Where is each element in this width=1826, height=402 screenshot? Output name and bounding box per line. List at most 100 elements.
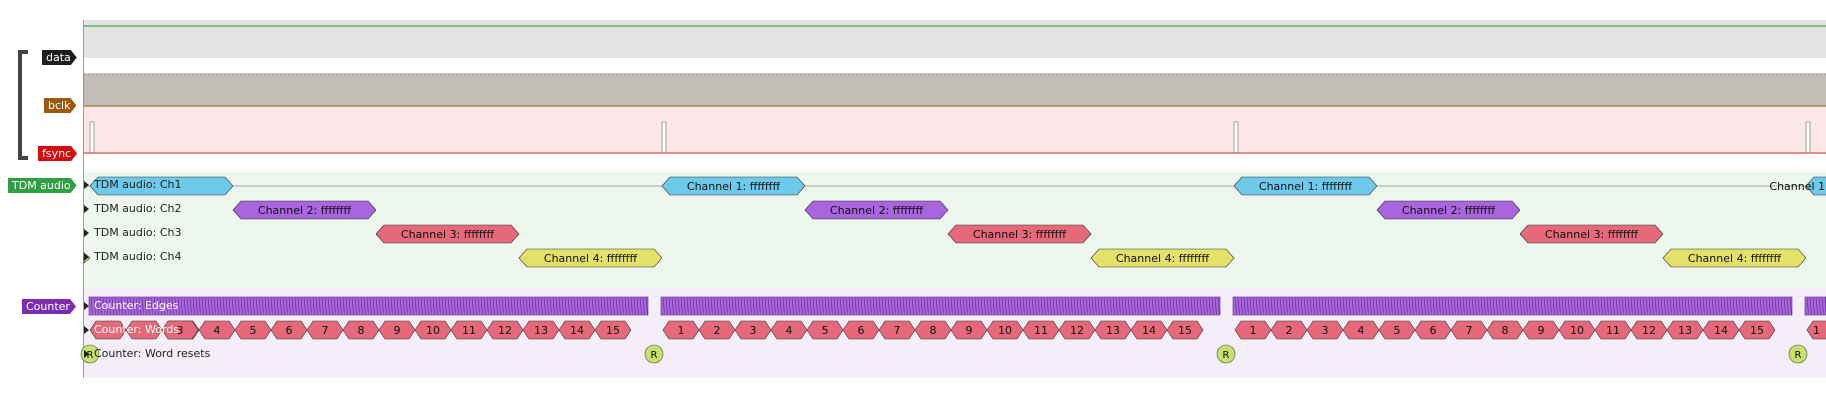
word-count-box[interactable]: 1 bbox=[662, 320, 700, 340]
word-count-box[interactable]: 11 bbox=[1022, 320, 1060, 340]
tdm-annotation[interactable]: Channel 1: ffffffff bbox=[1233, 176, 1378, 196]
word-count-box[interactable]: 9 bbox=[1522, 320, 1560, 340]
word-count-box[interactable]: 15 bbox=[594, 320, 632, 340]
word-count-box[interactable]: 15 bbox=[1166, 320, 1204, 340]
word-count-box[interactable]: 12 bbox=[1630, 320, 1668, 340]
tdm-annotation[interactable]: Channel 1: ffffffff bbox=[661, 176, 806, 196]
tdm-annotation[interactable] bbox=[89, 176, 234, 196]
word-reset-marker[interactable]: R bbox=[80, 344, 100, 364]
word-count-box[interactable]: 15 bbox=[1738, 320, 1776, 340]
svg-text:14: 14 bbox=[1714, 324, 1728, 337]
svg-text:10: 10 bbox=[998, 324, 1012, 337]
counter-annotations: 3456789101112131415123456789101112131415… bbox=[80, 296, 1826, 364]
svg-text:R: R bbox=[1795, 350, 1802, 361]
svg-text:Channel 1: ffffffff: Channel 1: ffffffff bbox=[1769, 180, 1826, 193]
word-count-box[interactable]: 4 bbox=[1342, 320, 1380, 340]
svg-text:3: 3 bbox=[177, 324, 184, 337]
tdm-annotation[interactable]: Channel 4: ffffffff bbox=[1662, 248, 1807, 268]
svg-text:1: 1 bbox=[1250, 324, 1257, 337]
svg-text:1: 1 bbox=[1813, 324, 1820, 337]
word-count-box[interactable]: 8 bbox=[1486, 320, 1524, 340]
word-count-box[interactable]: 2 bbox=[698, 320, 736, 340]
svg-text:3: 3 bbox=[750, 324, 757, 337]
expand-arrow-icon[interactable] bbox=[84, 302, 89, 310]
tdm-annotation[interactable]: Channel 2: ffffffff bbox=[232, 200, 377, 220]
word-count-box[interactable]: 9 bbox=[378, 320, 416, 340]
word-count-box[interactable]: 8 bbox=[342, 320, 380, 340]
svg-text:Channel 4: ffffffff: Channel 4: ffffffff bbox=[544, 252, 638, 265]
tdm-annotation[interactable]: Channel 3: ffffffff bbox=[375, 224, 520, 244]
tdm-annotation[interactable]: Channel 2: ffffffff bbox=[1376, 200, 1521, 220]
word-count-box[interactable]: 8 bbox=[914, 320, 952, 340]
tdm-annotation[interactable]: Channel 3: ffffffff bbox=[947, 224, 1092, 244]
word-count-box[interactable]: 10 bbox=[1558, 320, 1596, 340]
word-count-box[interactable]: 9 bbox=[950, 320, 988, 340]
word-count-box[interactable]: 7 bbox=[878, 320, 916, 340]
word-reset-marker[interactable]: R bbox=[644, 344, 664, 364]
word-count-box[interactable]: 3 bbox=[734, 320, 772, 340]
word-count-box[interactable]: 7 bbox=[1450, 320, 1488, 340]
channel-label-bclk[interactable]: bclk bbox=[44, 98, 76, 113]
svg-text:4: 4 bbox=[786, 324, 793, 337]
word-count-box[interactable]: 2 bbox=[1270, 320, 1308, 340]
word-count-box[interactable]: 12 bbox=[486, 320, 524, 340]
word-count-box[interactable]: 13 bbox=[522, 320, 560, 340]
tdm-annotation[interactable]: Channel 4: ffffffff bbox=[518, 248, 663, 268]
word-count-box[interactable]: 13 bbox=[1094, 320, 1132, 340]
tdm-annotation[interactable]: Channel 2: ffffffff bbox=[804, 200, 949, 220]
word-count-box[interactable]: 5 bbox=[234, 320, 272, 340]
decoder-label-counter[interactable]: Counter bbox=[22, 299, 76, 314]
word-count-box[interactable]: 5 bbox=[806, 320, 844, 340]
row-label-tdm-ch3: TDM audio: Ch3 bbox=[94, 226, 182, 239]
word-count-box[interactable]: 6 bbox=[842, 320, 880, 340]
row-label-counter-edges: Counter: Edges bbox=[94, 299, 179, 312]
expand-arrow-icon[interactable] bbox=[84, 229, 89, 237]
word-count-box[interactable]: 3 bbox=[1306, 320, 1344, 340]
word-count-box[interactable]: 14 bbox=[558, 320, 596, 340]
word-count-box[interactable]: 14 bbox=[1130, 320, 1168, 340]
word-count-box[interactable]: 1 bbox=[1806, 320, 1826, 340]
expand-arrow-icon[interactable] bbox=[84, 350, 89, 358]
fsync-waveform bbox=[84, 121, 1826, 154]
word-count-box[interactable]: 11 bbox=[1594, 320, 1632, 340]
svg-text:3: 3 bbox=[1322, 324, 1329, 337]
word-count-box[interactable]: 1 bbox=[1234, 320, 1272, 340]
svg-text:2: 2 bbox=[714, 324, 721, 337]
word-count-box[interactable]: 14 bbox=[1702, 320, 1740, 340]
expand-arrow-icon[interactable] bbox=[84, 253, 89, 261]
word-count-box[interactable]: 10 bbox=[414, 320, 452, 340]
decoder-label-tdm-audio[interactable]: TDM audio bbox=[8, 178, 77, 193]
word-count-box[interactable]: 4 bbox=[198, 320, 236, 340]
svg-text:6: 6 bbox=[286, 324, 293, 337]
svg-text:Channel 4: ffffffff: Channel 4: ffffffff bbox=[1688, 252, 1782, 265]
expand-arrow-icon[interactable] bbox=[84, 205, 89, 213]
bclk-waveform bbox=[83, 73, 1826, 107]
word-count-box[interactable]: 3 bbox=[161, 320, 199, 340]
svg-text:Channel 3: ffffffff: Channel 3: ffffffff bbox=[401, 228, 495, 241]
word-count-box[interactable]: 11 bbox=[450, 320, 488, 340]
tdm-annotation[interactable]: Channel 4: ffffffff bbox=[1090, 248, 1235, 268]
word-count-box[interactable]: 12 bbox=[1058, 320, 1096, 340]
svg-text:4: 4 bbox=[1358, 324, 1365, 337]
channel-label-fsync[interactable]: fsync bbox=[38, 146, 77, 161]
svg-text:13: 13 bbox=[1678, 324, 1692, 337]
word-count-box[interactable]: 6 bbox=[270, 320, 308, 340]
word-count-box[interactable]: 13 bbox=[1666, 320, 1704, 340]
svg-text:15: 15 bbox=[606, 324, 620, 337]
expand-arrow-icon[interactable] bbox=[84, 326, 89, 334]
svg-text:7: 7 bbox=[894, 324, 901, 337]
row-label-tdm-ch2: TDM audio: Ch2 bbox=[94, 202, 182, 215]
word-count-box[interactable]: 4 bbox=[770, 320, 808, 340]
expand-arrow-icon[interactable] bbox=[84, 181, 89, 189]
tdm-annotation[interactable]: Channel 3: ffffffff bbox=[1519, 224, 1664, 244]
word-reset-marker[interactable]: R bbox=[1788, 344, 1808, 364]
word-count-box[interactable]: 5 bbox=[1378, 320, 1416, 340]
word-reset-marker[interactable]: R bbox=[1216, 344, 1236, 364]
word-count-box[interactable]: 6 bbox=[1414, 320, 1452, 340]
channel-label-data[interactable]: data bbox=[42, 50, 77, 65]
word-count-box[interactable]: 7 bbox=[306, 320, 344, 340]
word-count-box[interactable]: 10 bbox=[986, 320, 1024, 340]
tdm-annotation[interactable]: Channel 1: ffffffff bbox=[1769, 176, 1826, 196]
